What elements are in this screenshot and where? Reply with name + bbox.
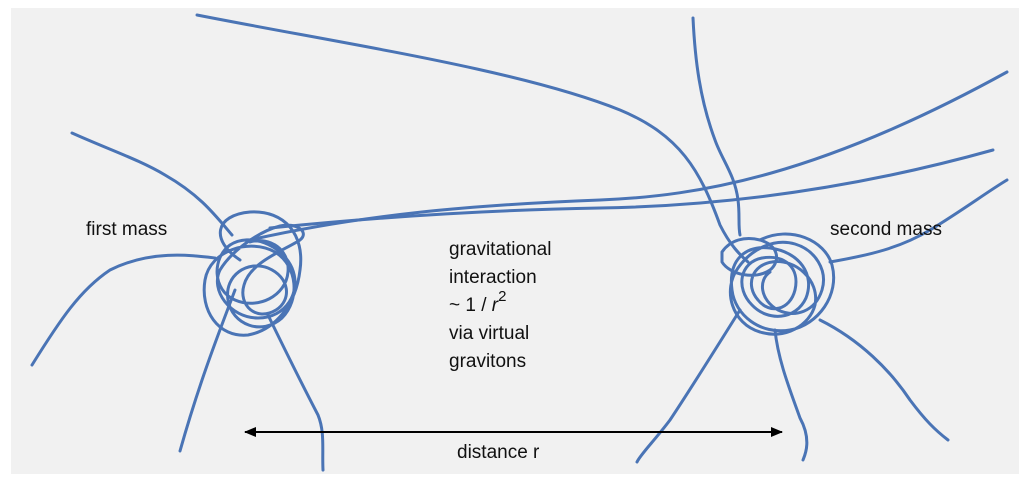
interaction-line-1: gravitational [449,239,552,260]
string-first-mass-down-left [178,288,237,453]
string-first-mass-upper-left [70,131,234,237]
string-first-mass-to-top-right [248,70,1009,242]
string-second-mass-right [828,178,1009,264]
interaction-line-4: via virtual [449,323,530,344]
second-mass-label: second mass [830,219,942,240]
interaction-label: gravitational interaction ~ 1 / r2 via v… [449,236,551,376]
string-second-mass-lower-right [818,318,950,442]
interaction-formula-prefix: ~ 1 / [449,295,492,316]
first-mass-tangle [202,210,305,337]
string-first-mass-left [30,253,217,367]
first-mass-label: first mass [86,219,168,240]
interaction-line-3: ~ 1 / r2 [449,289,551,320]
string-first-mass-to-right [268,148,995,230]
interaction-formula-exponent: 2 [498,288,507,305]
string-second-mass-top [691,16,742,237]
interaction-formula-variable: r [491,295,499,316]
string-second-mass-down-left [635,308,742,464]
string-first-mass-down-right [266,313,325,472]
interaction-line-5: gravitons [449,351,527,372]
diagram-background [11,8,1019,474]
distance-label: distance r [457,442,540,463]
string-top-left-to-second-mass [195,13,750,264]
second-mass-tangle [720,232,836,336]
string-second-mass-down [773,328,809,462]
interaction-line-2: interaction [449,267,537,288]
